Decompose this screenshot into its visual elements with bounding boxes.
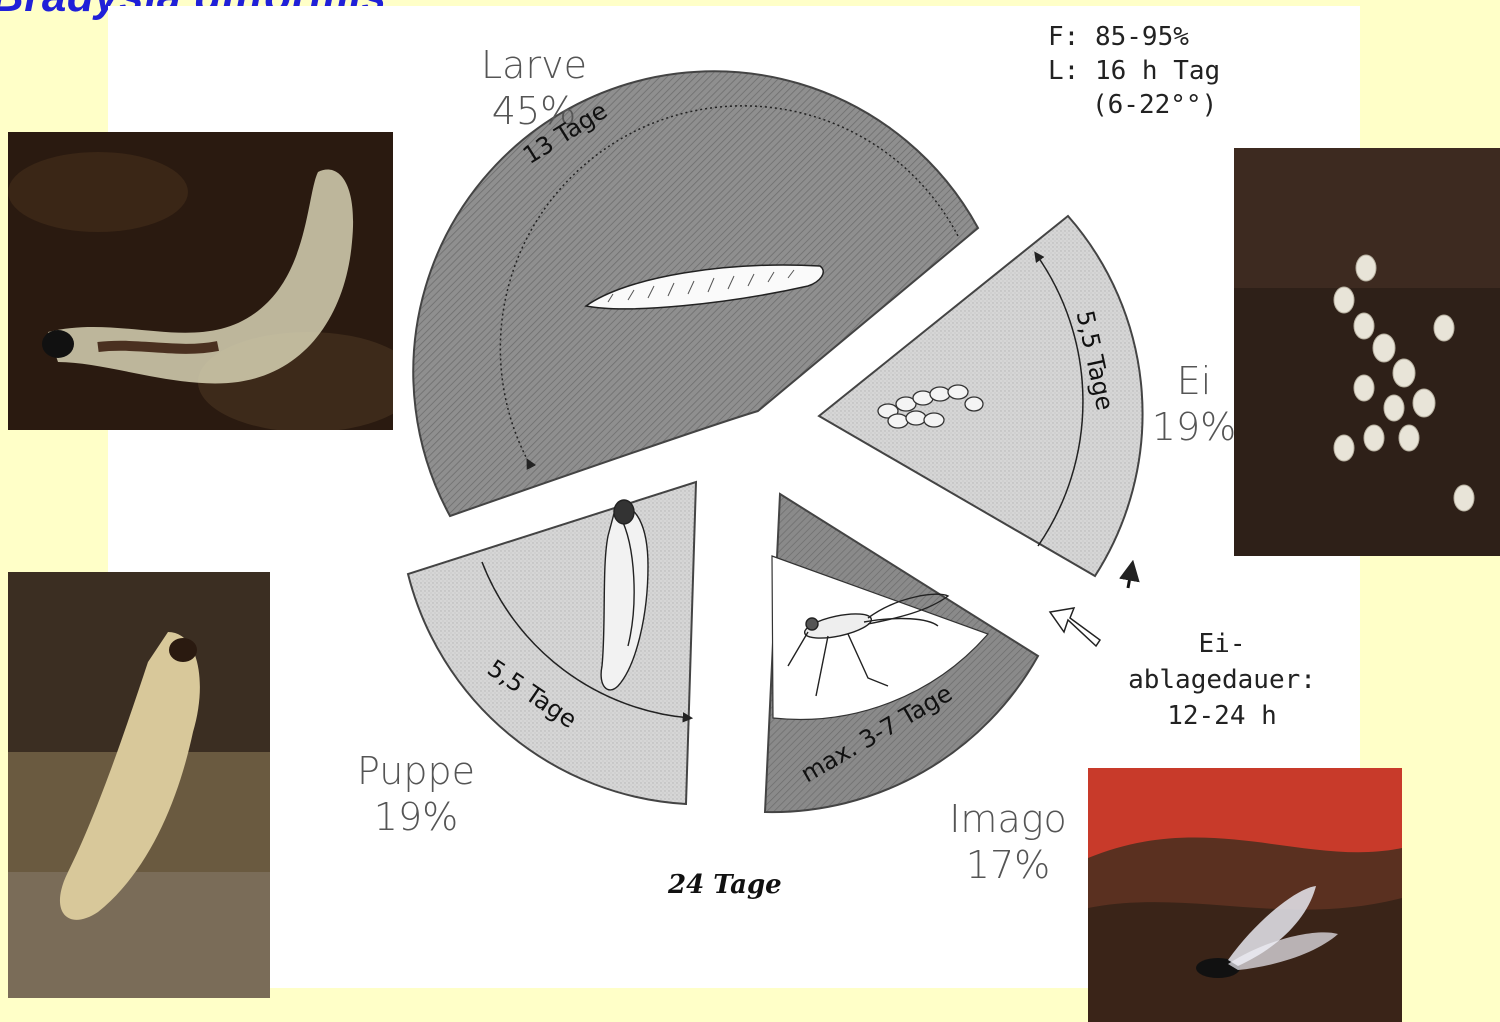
oviposition-note: Ei- ablagedauer: 12-24 h — [1112, 626, 1332, 734]
oviposition-line-2: ablagedauer: — [1112, 662, 1332, 698]
stage-larva-name: Larve — [464, 42, 604, 88]
oviposition-arrow — [1050, 608, 1100, 646]
stage-pupa-name: Puppe — [346, 748, 486, 794]
pupa-photo — [8, 572, 270, 998]
egg-photo — [1234, 148, 1500, 556]
light-text: L: 16 h Tag — [1048, 54, 1220, 88]
rearing-conditions: F: 85-95% L: 16 h Tag (6-22°°) — [1048, 20, 1220, 122]
stage-imago-name: Imago — [938, 796, 1078, 842]
oviposition-line-1: Ei- — [1112, 626, 1332, 662]
imago-photo — [1088, 768, 1402, 1022]
stage-pupa-share: 19% — [346, 794, 486, 840]
humidity-text: F: 85-95% — [1048, 20, 1220, 54]
stage-pupa: Puppe 19% — [346, 748, 486, 840]
stage-imago: Imago 17% — [938, 796, 1078, 888]
oviposition-line-3: 12-24 h — [1112, 698, 1332, 734]
larva-photo — [8, 132, 393, 430]
small-black-arrow — [1128, 566, 1132, 588]
stage-imago-share: 17% — [938, 842, 1078, 888]
hours-text: (6-22°°) — [1048, 88, 1220, 122]
total-duration: 24 Tage — [668, 870, 782, 900]
